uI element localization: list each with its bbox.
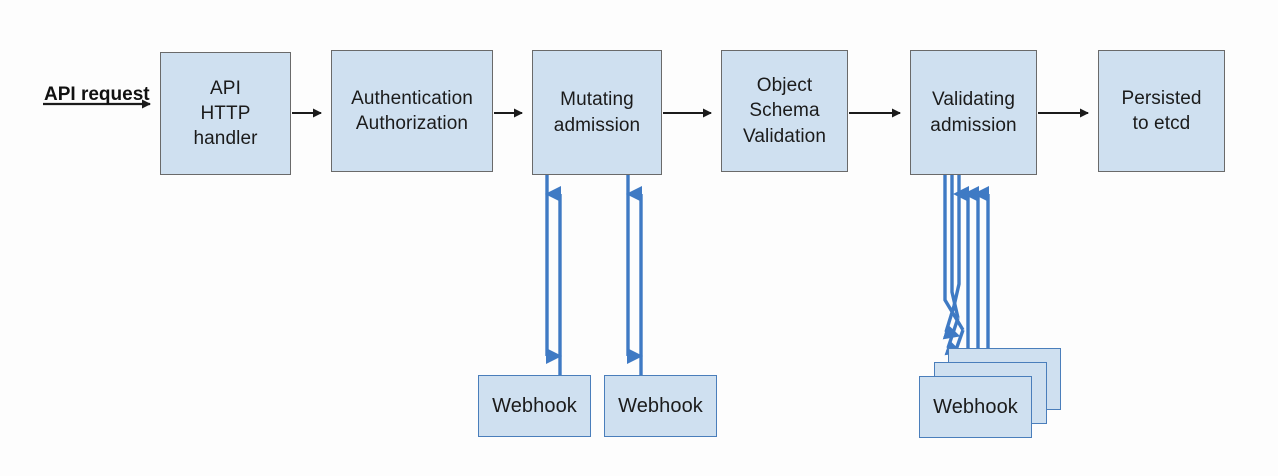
node-validating-admission[interactable]: Validating admission <box>910 50 1037 175</box>
node-persisted-to-etcd[interactable]: Persisted to etcd <box>1098 50 1225 172</box>
node-mutating-admission[interactable]: Mutating admission <box>532 50 662 175</box>
node-validating-webhook-1[interactable]: Webhook <box>919 376 1032 438</box>
webhook-call-mutating-1 <box>545 175 562 375</box>
node-object-schema-validation[interactable]: Object Schema Validation <box>721 50 848 172</box>
node-mutating-webhook-1[interactable]: Webhook <box>478 375 591 437</box>
node-api-http-handler[interactable]: API HTTP handler <box>160 52 291 175</box>
api-request-label: API request <box>44 84 150 105</box>
node-authentication-authorization[interactable]: Authentication Authorization <box>331 50 493 172</box>
webhook-call-mutating-2 <box>626 175 643 375</box>
webhook-call-validating-3 <box>942 175 961 340</box>
node-mutating-webhook-2[interactable]: Webhook <box>604 375 717 437</box>
